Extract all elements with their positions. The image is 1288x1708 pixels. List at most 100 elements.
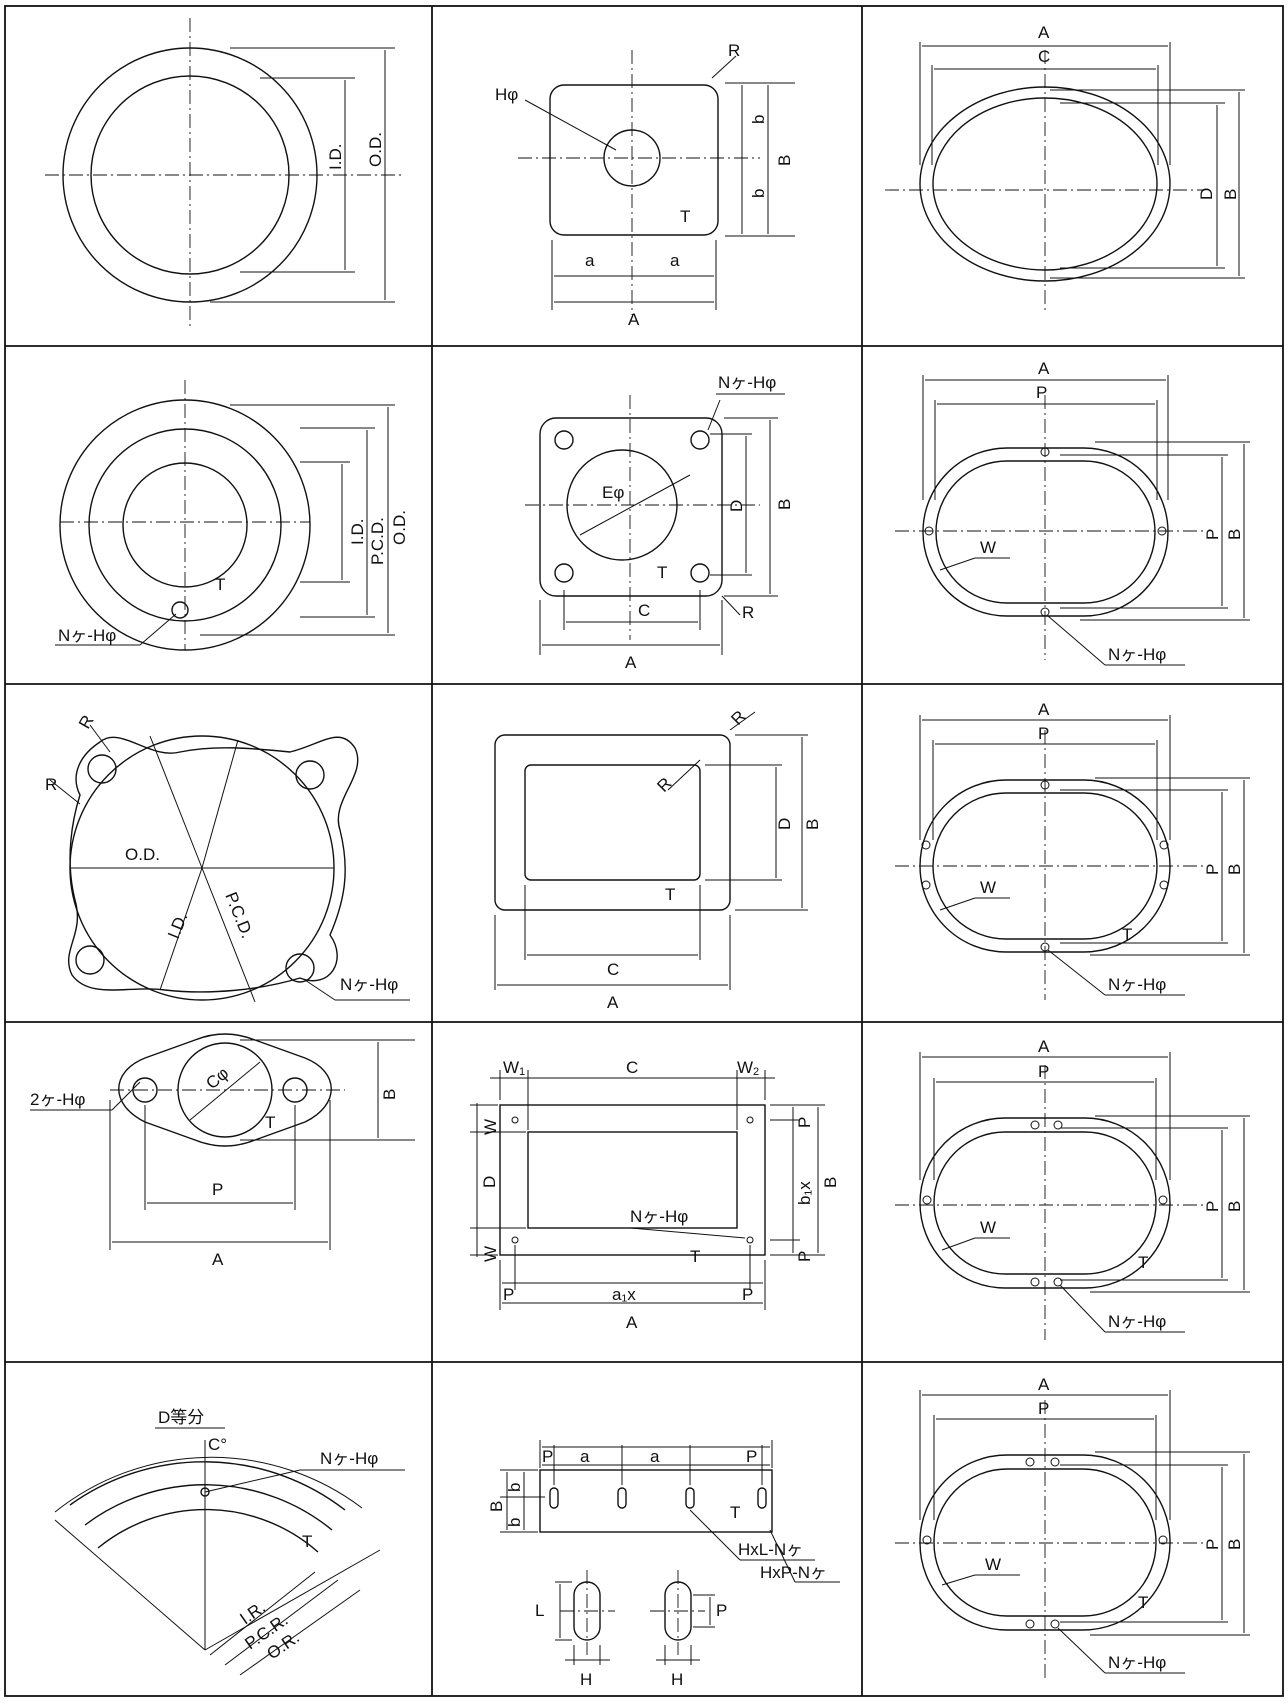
w2-label: W: [737, 1058, 753, 1077]
w1-label: W: [503, 1058, 519, 1077]
scalloped-flange-gasket-diagram: R R O.D. I.D. P.C.D. Nヶ-Hφ: [45, 712, 410, 1003]
pcd-label: P.C.D.: [368, 517, 387, 565]
bolted-rectangular-frame-diagram: W 1 C W 2 W D W P b₁x P B Nヶ-Hφ T P a₁x …: [470, 1058, 840, 1332]
n-holes-label: Nヶ-Hφ: [1108, 975, 1166, 994]
n-holes-label: Nヶ-Hφ: [1108, 1312, 1166, 1331]
b-label: B: [803, 819, 822, 830]
d-label: D: [480, 1176, 499, 1188]
l-label: L: [535, 1601, 544, 1620]
a-label: A: [212, 1250, 224, 1269]
r-label: R: [728, 41, 740, 60]
racetrack-gasket-w-diagram: A P W P B Nヶ-Hφ: [895, 359, 1250, 666]
p2-label: P: [746, 1447, 757, 1466]
w3-label: W: [481, 1246, 500, 1262]
square-gasket-with-hole-diagram: Hφ R T B b b a a A: [495, 41, 795, 329]
h-label-left: H: [580, 1670, 592, 1689]
t-label: T: [665, 885, 675, 904]
b-label: B: [821, 1177, 840, 1188]
w4-label: W: [481, 1119, 500, 1135]
b-label: B: [1225, 864, 1244, 875]
w-label: W: [985, 1555, 1001, 1574]
id-label: I.D.: [348, 519, 367, 545]
n-holes-label: Nヶ-Hφ: [630, 1207, 688, 1226]
c-deg-label: C°: [208, 1435, 227, 1454]
t-label: T: [680, 207, 690, 226]
h-label-right: H: [671, 1670, 683, 1689]
p-label-vertical: P: [1203, 1201, 1222, 1212]
e-phi-label: Eφ: [602, 483, 624, 502]
strip-gasket-with-slots-diagram: P a a P B b b T HxL-Nヶ HxP-Nヶ L P H H: [487, 1440, 840, 1689]
t-label: T: [1138, 1593, 1148, 1612]
a2-label: a: [670, 251, 680, 270]
table-grid: [4, 5, 1284, 1697]
p1-label: P: [1036, 383, 1047, 402]
n-holes-label: Nヶ-Hφ: [320, 1449, 378, 1468]
oval-gasket-diagram: A C D B: [885, 23, 1245, 310]
r-label-top: R: [75, 712, 98, 732]
c-label: C: [638, 601, 650, 620]
t-label: T: [730, 1503, 740, 1522]
id-label: I.D.: [164, 910, 192, 942]
a-label: A: [1038, 700, 1050, 719]
b1-label: b: [749, 189, 768, 198]
arc-segment-gasket-diagram: D等分 C° Nヶ-Hφ T I.R. P.C.R. O.R.: [54, 1408, 405, 1676]
p-label: P: [1038, 724, 1049, 743]
b-label: B: [380, 1089, 399, 1100]
p-label-vertical: P: [1203, 1539, 1222, 1550]
ring-gasket-diagram: I.D. O.D.: [45, 18, 405, 330]
rectangular-frame-gasket-diagram: R R D B T C A: [494, 707, 822, 1012]
n-holes-label: Nヶ-Hφ: [1108, 645, 1166, 664]
b-label: B: [487, 1501, 506, 1512]
b-label: B: [1221, 189, 1240, 200]
d-label: D: [727, 500, 746, 512]
racetrack-gasket-t-diagram: A P W T P B Nヶ-Hφ: [895, 700, 1250, 1000]
hxl-label: HxL-Nヶ: [738, 1540, 803, 1559]
p3-label: P: [795, 1251, 814, 1262]
id-label: I.D.: [326, 144, 345, 170]
a-label: A: [1038, 23, 1050, 42]
a2-label: a: [650, 1447, 660, 1466]
b-label: B: [775, 499, 794, 510]
b-label: B: [1225, 1539, 1244, 1550]
svg-text:1: 1: [519, 1066, 525, 1078]
d-label: D: [1197, 188, 1216, 200]
svg-text:2: 2: [753, 1066, 759, 1078]
b-label: B: [775, 155, 794, 166]
w-label: W: [980, 878, 996, 897]
b-label: B: [1225, 529, 1244, 540]
t-label: T: [265, 1113, 275, 1132]
w-label: W: [980, 1218, 996, 1237]
a-label: A: [1038, 1037, 1050, 1056]
b1x-label: b₁x: [795, 1181, 814, 1205]
p-label: P: [1038, 1399, 1049, 1418]
a-label: A: [625, 653, 637, 672]
a-label: A: [626, 1313, 638, 1332]
n-holes-label: Nヶ-Hφ: [1108, 1653, 1166, 1672]
a1-label: a: [580, 1447, 590, 1466]
p-label: P: [1038, 1062, 1049, 1081]
b1-label: b: [505, 1518, 524, 1527]
a1x-label: a₁x: [612, 1285, 636, 1304]
h-phi-label: Hφ: [495, 85, 518, 104]
r-label-inner: R: [653, 774, 675, 796]
b2-label: b: [749, 115, 768, 124]
p-label: P: [212, 1180, 223, 1199]
r-label-left: R: [45, 775, 57, 794]
p2-label: P: [742, 1285, 753, 1304]
c-label: C: [607, 960, 619, 979]
n-holes-label: Nヶ-Hφ: [58, 626, 116, 645]
a1-label: a: [585, 251, 595, 270]
d-toubun-label: D等分: [158, 1408, 204, 1427]
b2-label: b: [505, 1483, 524, 1492]
t-label: T: [657, 563, 667, 582]
a-label: A: [628, 310, 640, 329]
a-label: A: [607, 993, 619, 1012]
n-holes-label: Nヶ-Hφ: [718, 373, 776, 392]
hxp-label: HxP-Nヶ: [760, 1563, 827, 1582]
pcd-label: P.C.D.: [221, 889, 257, 941]
full-face-gasket-diagram: T Nヶ-Hφ I.D. P.C.D. O.D.: [55, 380, 409, 651]
t-label: T: [1122, 925, 1132, 944]
d-label: D: [775, 818, 794, 830]
t-label: T: [1138, 1253, 1148, 1272]
